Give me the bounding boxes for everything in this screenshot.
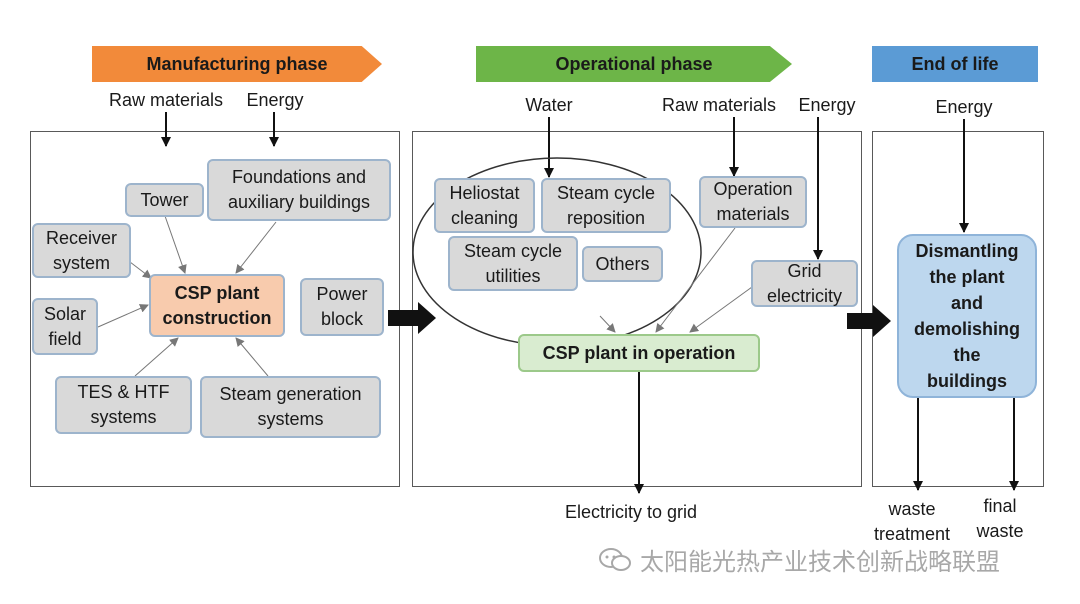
heliostat-cleaning-box: Heliostat cleaning xyxy=(434,178,535,233)
operational-to-end-arrow xyxy=(847,305,891,337)
operational-phase-banner: Operational phase xyxy=(476,46,792,82)
construction-box: CSP plant construction xyxy=(149,274,285,337)
electricity-to-grid-label: Electricity to grid xyxy=(564,502,698,522)
water-label: Water xyxy=(525,95,573,115)
tower-box: Tower xyxy=(125,183,204,217)
operation-box: CSP plant in operation xyxy=(518,334,760,372)
raw-materials-label: Raw materials xyxy=(108,90,224,110)
tes-htf-connector xyxy=(134,337,179,377)
manufacturing-panel xyxy=(30,131,400,487)
steam-generation-connector xyxy=(235,337,269,377)
waste-treatment-label: waste treatment xyxy=(873,499,951,544)
foundations-box: Foundations and auxiliary buildings xyxy=(207,159,391,221)
steam-generation-box: Steam generation systems xyxy=(200,376,381,438)
chat-bubble-icon xyxy=(599,547,631,571)
activities-connector xyxy=(599,315,616,333)
end-of-life-label: End of life xyxy=(911,53,999,74)
manufacturing-phase-label: Manufacturing phase xyxy=(146,53,328,74)
tes-htf-box: TES & HTF systems xyxy=(55,376,192,434)
operation-materials-connector xyxy=(655,227,736,333)
foundations-connector xyxy=(235,221,277,274)
dismantling-box: Dismantling the plant and demolishing th… xyxy=(897,234,1037,398)
steam-cycle-reposition-box: Steam cycle reposition xyxy=(541,178,671,233)
grid-electricity-box: Grid electricity xyxy=(751,260,858,307)
operation-materials-box: Operation materials xyxy=(699,176,807,228)
end-of-life-banner: End of life xyxy=(872,46,1038,82)
end-of-life-panel xyxy=(872,131,1044,487)
manufacturing-to-operational-arrow xyxy=(388,302,436,334)
watermark-text: 太阳能光热产业技术创新战略联盟 xyxy=(640,549,1000,576)
operational-phase-label: Operational phase xyxy=(555,53,713,74)
energy-label-eol: Energy xyxy=(935,97,993,117)
receiver-connector xyxy=(129,261,152,279)
raw-materials-operational-label: Raw materials xyxy=(661,95,777,115)
grid-electricity-connector xyxy=(689,286,753,333)
manufacturing-phase-banner: Manufacturing phase xyxy=(92,46,382,82)
solar-field-connector xyxy=(97,304,149,328)
energy-label-operational: Energy xyxy=(798,95,856,115)
tower-connector xyxy=(164,215,187,274)
power-block-box: Power block xyxy=(300,278,384,336)
steam-cycle-utilities-box: Steam cycle utilities xyxy=(448,236,578,291)
receiver-system-box: Receiver system xyxy=(32,223,131,278)
final-waste-label: final waste xyxy=(976,496,1024,541)
watermark: 太阳能光热产业技术创新战略联盟 xyxy=(598,542,1000,577)
others-box: Others xyxy=(582,246,663,282)
energy-label-manufacturing: Energy xyxy=(246,90,304,110)
solar-field-box: Solar field xyxy=(32,298,98,355)
